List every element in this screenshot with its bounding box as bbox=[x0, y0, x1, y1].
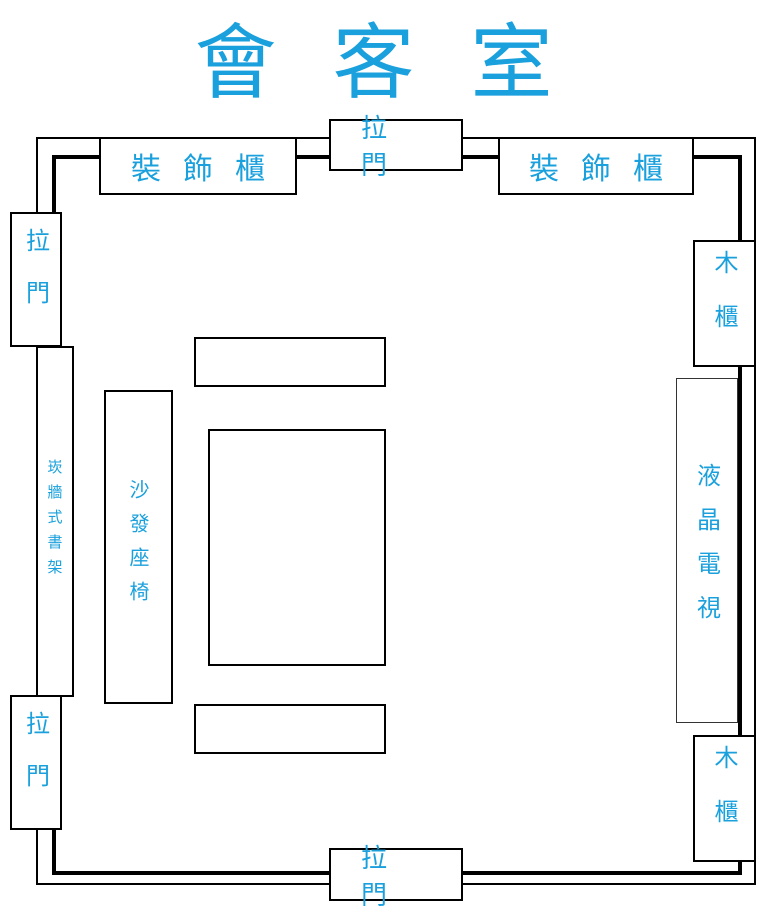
decor-cabinet-left-label: 裝飾櫃 bbox=[131, 152, 287, 187]
door-left-lower-label: 拉門 bbox=[21, 710, 50, 815]
sofa: 沙發座椅 bbox=[104, 390, 173, 704]
wood-cabinet-lower: 木櫃 bbox=[693, 735, 756, 862]
decor-cabinet-left: 裝飾櫃 bbox=[99, 137, 297, 195]
coffee-table bbox=[208, 429, 386, 666]
door-left-upper-label: 拉門 bbox=[21, 227, 50, 332]
decor-cabinet-right-label: 裝飾櫃 bbox=[529, 152, 685, 187]
side-table-bottom bbox=[194, 704, 386, 754]
wood-cabinet-upper-label: 木櫃 bbox=[710, 249, 738, 358]
door-left-lower: 拉門 bbox=[10, 695, 62, 830]
door-top-label: 拉門 bbox=[361, 114, 418, 181]
tv-label: 液晶電視 bbox=[692, 462, 721, 639]
door-left-upper: 拉門 bbox=[10, 212, 62, 347]
door-bottom-label: 拉門 bbox=[361, 843, 418, 911]
bookshelf-label: 崁牆式書架 bbox=[45, 459, 64, 584]
wood-cabinet-upper: 木櫃 bbox=[693, 240, 756, 367]
door-bottom: 拉門 bbox=[329, 844, 463, 911]
room-title: 會客室 bbox=[194, 15, 609, 111]
sofa-label: 沙發座椅 bbox=[126, 479, 150, 615]
lcd-tv: 液晶電視 bbox=[676, 378, 738, 723]
decor-cabinet-right: 裝飾櫃 bbox=[498, 137, 694, 195]
door-top: 拉門 bbox=[329, 114, 463, 181]
built-in-bookshelf: 崁牆式書架 bbox=[36, 346, 74, 697]
side-table-top bbox=[194, 337, 386, 387]
wood-cabinet-lower-label: 木櫃 bbox=[710, 744, 738, 853]
